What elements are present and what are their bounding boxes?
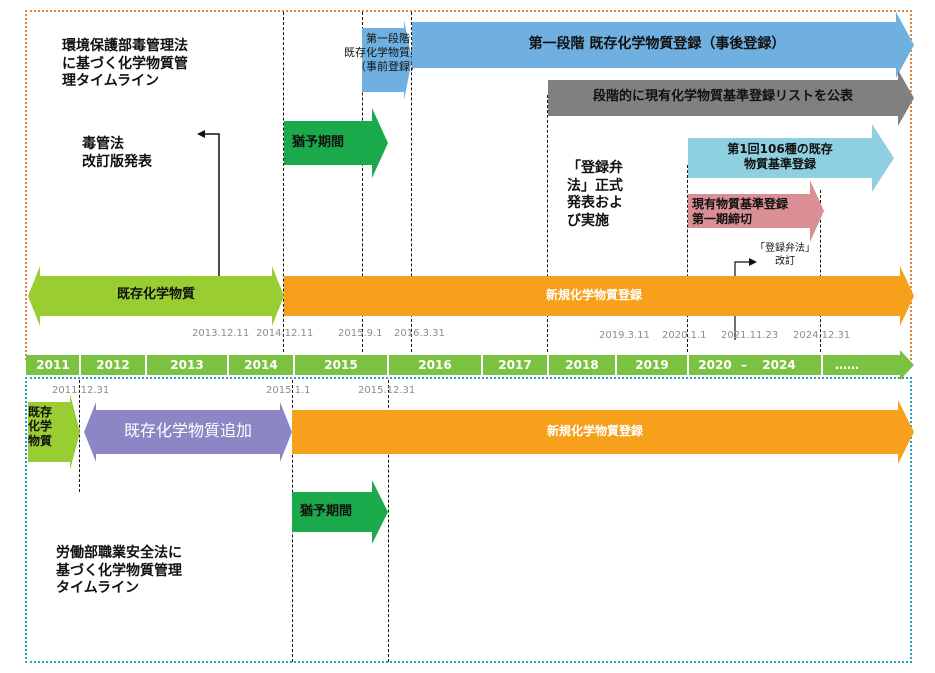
epa-existing-label: 既存化学物質 <box>116 287 195 302</box>
vline-2020-1-1 <box>687 165 688 352</box>
epa-first106-label: 第1回106種の既存 物質基準登録 <box>727 142 833 171</box>
osha-added-label: 既存化学物質追加 <box>123 421 252 440</box>
osha-grace-label: 猶予期間 <box>300 504 353 519</box>
epa-title: 環境保護部毒管理法 に基づく化学物質管 理タイムライン <box>62 38 188 89</box>
date-label: 2019.3.11 <box>599 330 650 341</box>
vline-2015-9-1 <box>362 12 363 352</box>
year-label: 2014 <box>244 358 278 372</box>
epa-phase1-pre-label: 第一段階 既存化学物質登録 （事前登録） <box>344 32 432 73</box>
year-label: 2019 <box>635 358 669 372</box>
date-label: 2015.12.31 <box>358 385 416 396</box>
epa-law-note: 「登録弁 法」正式 発表およ び実施 <box>567 160 623 229</box>
vline-2011-12-31 <box>79 380 80 492</box>
date-label: 2016.3.31 <box>394 328 445 339</box>
year-label: 2024 <box>762 358 796 372</box>
year-label: 2012 <box>96 358 130 372</box>
epa-grace-label: 猶予期間 <box>292 135 345 150</box>
osha-title: 労働部職業安全法に 基づく化学物質管理 タイムライン <box>56 545 182 596</box>
vline-2024-12-31 <box>820 190 821 352</box>
year-label: …… <box>835 358 859 372</box>
epa-gradual-label: 段階的に現有化学物質基準登録リストを公表 <box>592 89 853 104</box>
year-label: – <box>741 358 747 372</box>
date-label: 2024.12.31 <box>793 330 851 341</box>
osha-existing-label: 既存 化学 物質 <box>28 405 53 448</box>
osha-section-border <box>25 377 912 663</box>
year-label: 2017 <box>498 358 532 372</box>
year-label: 2011 <box>36 358 70 372</box>
year-label: 2015 <box>324 358 358 372</box>
year-label: 2016 <box>418 358 452 372</box>
vline-2016-3-31 <box>411 12 412 352</box>
date-label: 2013.12.11 <box>192 328 250 339</box>
vline-2014-12-11 <box>283 12 284 352</box>
year-label: 2020 <box>698 358 732 372</box>
vline-2019-3-11 <box>547 95 548 352</box>
osha-new-label: 新規化学物質登録 <box>546 424 643 438</box>
date-label: 2015.1.1 <box>266 385 311 396</box>
date-label: 2015.9.1 <box>338 328 383 339</box>
date-label: 2020.1.1 <box>662 330 707 341</box>
year-label: 2018 <box>565 358 599 372</box>
vline-2015-12-31 <box>388 380 389 662</box>
date-label: 2011.12.31 <box>52 385 110 396</box>
epa-deadline-label: 現有物質基準登録 第一期締切 <box>692 197 789 226</box>
date-label: 2014.12.11 <box>256 328 314 339</box>
year-label: 2013 <box>170 358 204 372</box>
epa-phase1-post-label: 第一段階 既存化学物質登録（事後登録） <box>528 36 786 52</box>
date-label: 2021.11.23 <box>721 330 779 341</box>
epa-new-label: 新規化学物質登録 <box>545 288 642 302</box>
epa-amend-note: 「登録弁法」 改訂 <box>755 243 815 267</box>
epa-revision-note: 毒管法 改訂版発表 <box>82 136 152 170</box>
